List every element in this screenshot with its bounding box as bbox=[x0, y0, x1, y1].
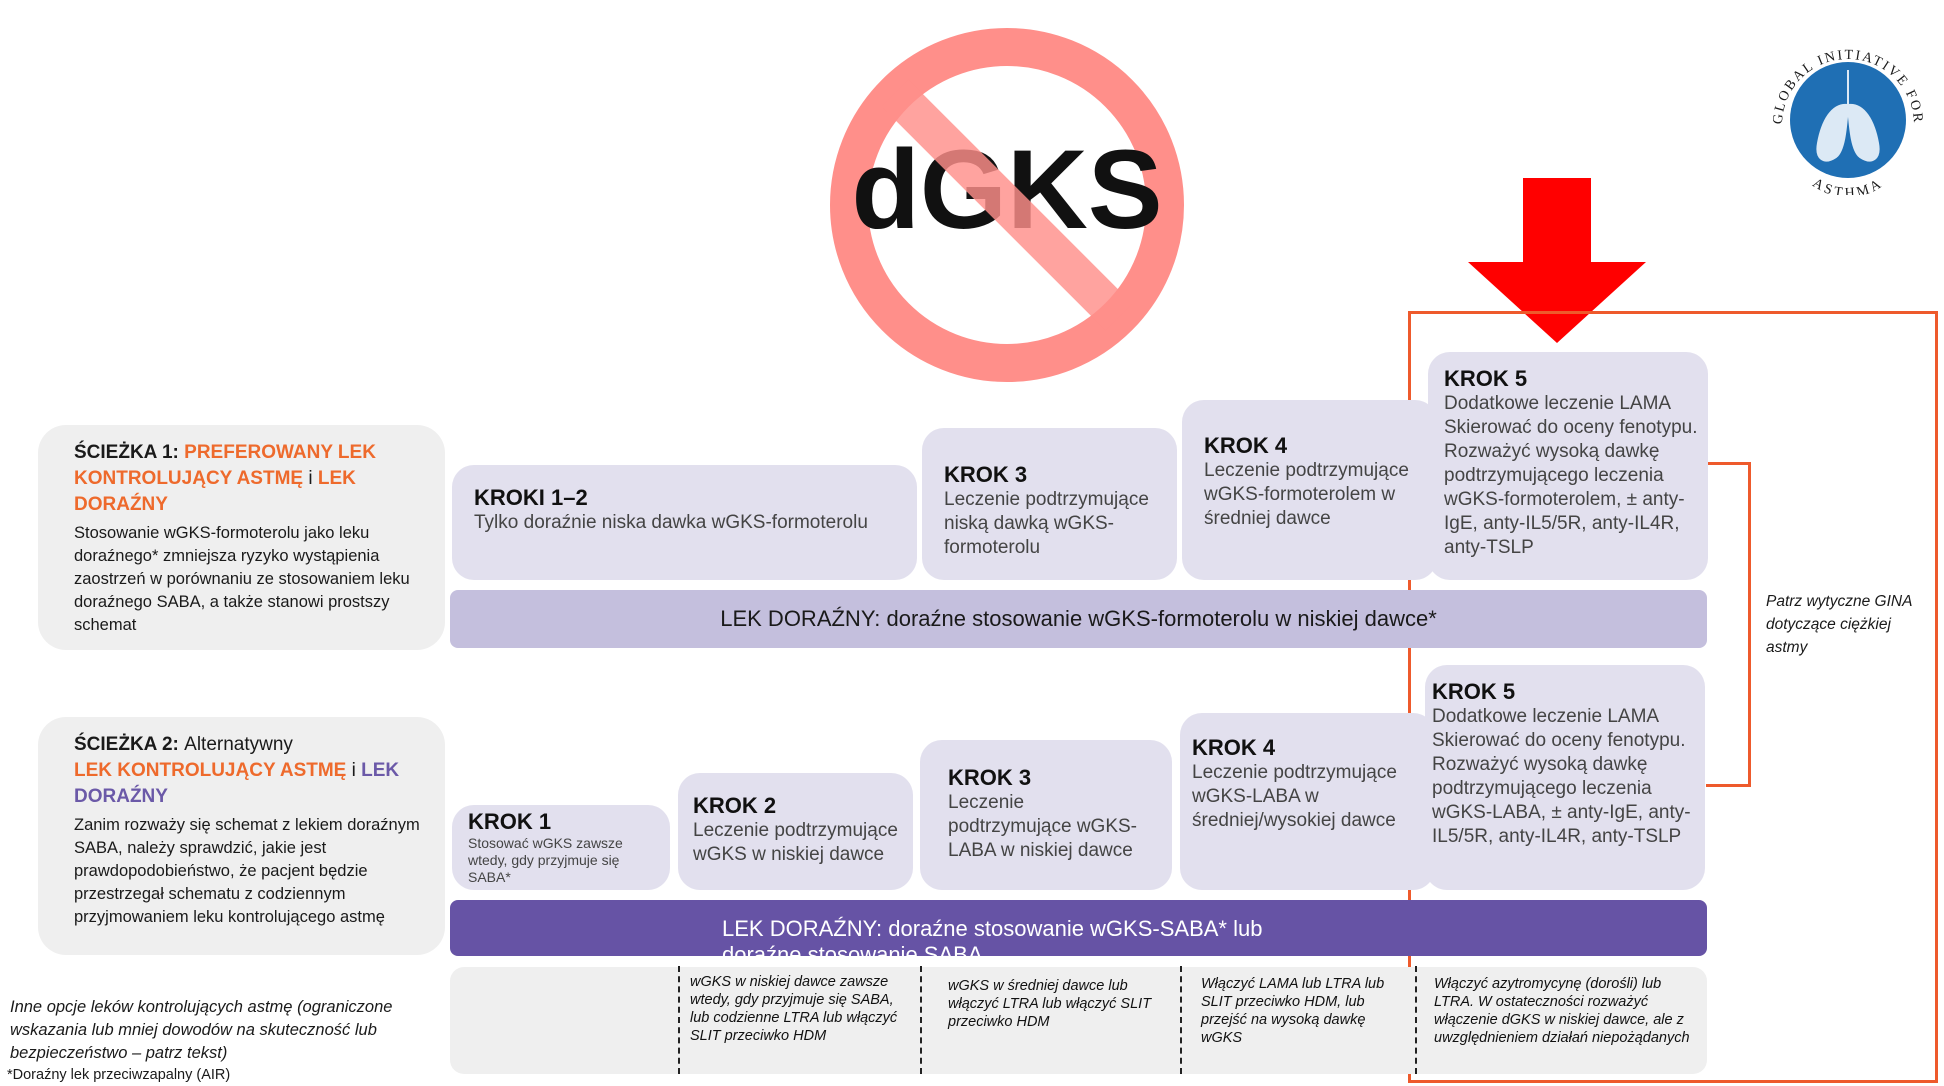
track1-reliever-bar: LEK DORAŹNY: doraźne stosowanie wGKS-for… bbox=[450, 590, 1707, 648]
step5-highlight-frame bbox=[1408, 311, 1938, 1083]
track1-step-3: KROK 3 Leczenie podtrzymujące niską dawk… bbox=[922, 428, 1177, 580]
track1-heading: ŚCIEŻKA 1: PREFEROWANY LEK KONTROLUJĄCY … bbox=[74, 442, 376, 515]
step5-bracket bbox=[1706, 462, 1751, 787]
other-option-step2: wGKS w niskiej dawce zawsze wtedy, gdy p… bbox=[690, 974, 898, 1044]
other-options-label: Inne opcje leków kontrolujących astmę (o… bbox=[10, 998, 393, 1062]
track2-reliever-text: LEK DORAŹNY: doraźne stosowanie wGKS-SAB… bbox=[722, 916, 1263, 956]
gina-logo: GLOBAL INITIATIVE FOR ASTHMA bbox=[1760, 25, 1935, 201]
track1-panel: ŚCIEŻKA 1: PREFEROWANY LEK KONTROLUJĄCY … bbox=[38, 425, 445, 650]
svg-text:ASTHMA: ASTHMA bbox=[1810, 176, 1887, 195]
track2-heading: ŚCIEŻKA 2: Alternatywny LEK KONTROLUJĄCY… bbox=[74, 734, 400, 807]
track2-reliever-bar: LEK DORAŹNY: doraźne stosowanie wGKS-SAB… bbox=[450, 900, 1707, 956]
track2-step-3: KROK 3 Leczenie podtrzymujące wGKS-LABA … bbox=[920, 740, 1172, 890]
track1-step-4: KROK 4 Leczenie podtrzymujące wGKS-formo… bbox=[1182, 400, 1437, 580]
track1-description: Stosowanie wGKS-formoterolu jako leku do… bbox=[74, 524, 410, 634]
options-divider-2 bbox=[920, 966, 922, 1074]
track2-description: Zanim rozważy się schemat z lekiem doraź… bbox=[74, 816, 420, 926]
other-option-step4: Włączyć LAMA lub LTRA lub SLIT przeciwko… bbox=[1201, 976, 1385, 1046]
track2-step-2: KROK 2 Leczenie podtrzymujące wGKS w nis… bbox=[678, 773, 913, 890]
other-option-step5: Włączyć azytromycynę (dorośli) lub LTRA.… bbox=[1434, 976, 1690, 1046]
track1-step-5: KROK 5 Dodatkowe leczenie LAMA Skierować… bbox=[1428, 352, 1708, 580]
track2-step-1: KROK 1 Stosować wGKS zawsze wtedy, gdy p… bbox=[452, 805, 670, 890]
red-arrow-icon bbox=[1468, 178, 1646, 343]
options-divider-4 bbox=[1415, 966, 1417, 1074]
track1-step-1-2: KROKI 1–2 Tylko doraźnie niska dawka wGK… bbox=[452, 465, 917, 580]
severe-asthma-note: Patrz wytyczne GINA dotyczące ciężkiej a… bbox=[1766, 593, 1912, 656]
track2-panel: ŚCIEŻKA 2: Alternatywny LEK KONTROLUJĄCY… bbox=[38, 717, 445, 955]
options-divider-1 bbox=[678, 966, 680, 1074]
other-option-step3: wGKS w średniej dawce lub włączyć LTRA l… bbox=[948, 978, 1152, 1030]
prohibition-slash bbox=[822, 20, 1192, 390]
track2-step-4: KROK 4 Leczenie podtrzymujące wGKS-LABA … bbox=[1180, 713, 1435, 890]
prohibition-sign bbox=[822, 20, 1192, 390]
logo-bottom-text: ASTHMA bbox=[1810, 176, 1884, 202]
footnote: *Doraźny lek przeciwzapalny (AIR) bbox=[7, 1067, 231, 1083]
options-divider-3 bbox=[1180, 966, 1182, 1074]
track2-step-5: KROK 5 Dodatkowe leczenie LAMA Skierować… bbox=[1425, 665, 1705, 890]
other-options-row bbox=[450, 967, 1707, 1074]
